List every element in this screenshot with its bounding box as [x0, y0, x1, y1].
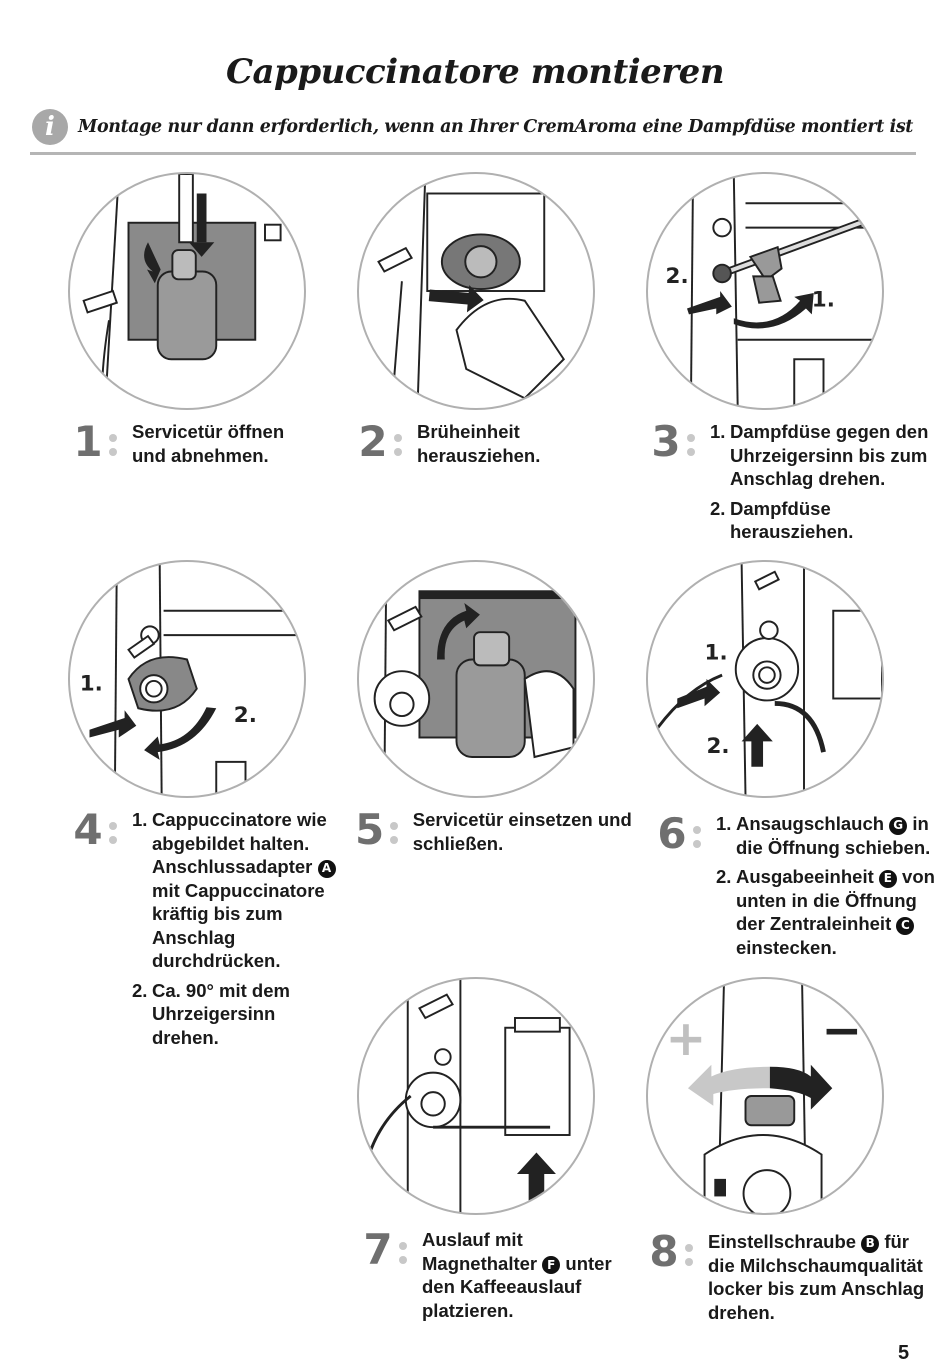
step-number: 4 — [73, 805, 103, 854]
info-icon: i — [32, 109, 68, 145]
step-3-item-1: 1.Dampfdüse gegen den Uhrzeigersinn bis … — [710, 421, 929, 489]
step-4-item-1: 1.Cappuccinatore wie abgebildet halten. … — [132, 808, 344, 973]
label-badge-a: A — [317, 859, 336, 878]
step-number: 1 — [73, 417, 103, 466]
step-text: Servicetür einsetzen und schließen. — [412, 809, 632, 854]
label-badge-b: B — [861, 1234, 880, 1253]
plus-icon: + — [666, 1011, 707, 1067]
step-4-label-1: 1. — [80, 672, 103, 697]
step-3-label-1: 1. — [812, 288, 835, 313]
illustration-step-2 — [357, 172, 595, 410]
step-number: 6 — [657, 809, 687, 858]
step-number: 8 — [649, 1227, 679, 1276]
separator-dots — [106, 808, 120, 850]
label-badge-c: C — [896, 916, 915, 935]
step-3: 3 1.Dampfdüse gegen den Uhrzeigersinn bi… — [648, 420, 948, 550]
step-2: 2 Brüheinheit herausziehen. — [355, 420, 615, 467]
step-6-item-1: 1.Ansaugschlauch G in die Öffnung schieb… — [716, 813, 931, 858]
illustration-step-4: 1. 2. — [68, 560, 306, 798]
step-8: 8 Einstellschraube B für die Milchschaum… — [646, 1230, 946, 1324]
page-number: 5 — [898, 1342, 910, 1364]
page-title: Cappuccinatore montieren — [225, 52, 725, 92]
label-badge-g: G — [889, 816, 908, 835]
notice: i Montage nur dann erforderlich, wenn an… — [32, 104, 922, 150]
step-6-item-2: 2.Ausgabeeinheit E von unten in die Öffn… — [716, 866, 935, 958]
step-text: Brüheinheit herausziehen. — [417, 421, 541, 466]
step-4-label-2: 2. — [234, 703, 257, 728]
illustration-step-6: 1. 2. — [646, 560, 884, 798]
notice-text: Montage nur dann erforderlich, wenn an I… — [78, 117, 913, 137]
divider — [30, 152, 916, 155]
minus-icon: − — [822, 1003, 863, 1059]
separator-dots — [682, 1230, 696, 1272]
step-6-label-1: 1. — [705, 641, 728, 666]
illustration-step-7 — [357, 977, 595, 1215]
step-text: Servicetür öffnen und abnehmen. — [132, 421, 285, 466]
step-number: 7 — [363, 1225, 393, 1274]
step-6: 6 1.Ansaugschlauch G in die Öffnung schi… — [654, 812, 950, 965]
step-number: 5 — [354, 805, 385, 854]
illustration-step-1 — [68, 172, 306, 410]
step-number: 3 — [651, 417, 681, 466]
label-badge-e: E — [878, 869, 897, 888]
step-5: 5 Servicetür einsetzen und schließen. — [352, 808, 642, 855]
step-4: 4 1.Cappuccinatore wie abgebildet halten… — [70, 808, 360, 1055]
illustration-step-3: 2. 1. — [646, 172, 884, 410]
separator-dots — [690, 812, 704, 854]
step-3-label-2: 2. — [666, 264, 689, 289]
separator-dots — [391, 420, 405, 462]
step-3-item-2: 2.Dampfdüse herausziehen. — [710, 497, 854, 543]
separator-dots — [387, 808, 401, 850]
illustration-step-8: + − — [646, 977, 884, 1215]
step-6-label-2: 2. — [707, 734, 730, 759]
separator-dots — [684, 420, 698, 462]
label-badge-f: F — [542, 1256, 561, 1275]
separator-dots — [106, 420, 120, 462]
step-7: 7 Auslauf mit Magnethalter F unter den K… — [360, 1228, 640, 1322]
step-4-item-2: 2.Ca. 90° mit dem Uhrzeigersinn drehen. — [132, 979, 290, 1048]
illustration-step-5 — [357, 560, 595, 798]
separator-dots — [396, 1228, 410, 1270]
step-number: 2 — [358, 417, 388, 466]
step-1: 1 Servicetür öffnen und abnehmen. — [70, 420, 330, 467]
